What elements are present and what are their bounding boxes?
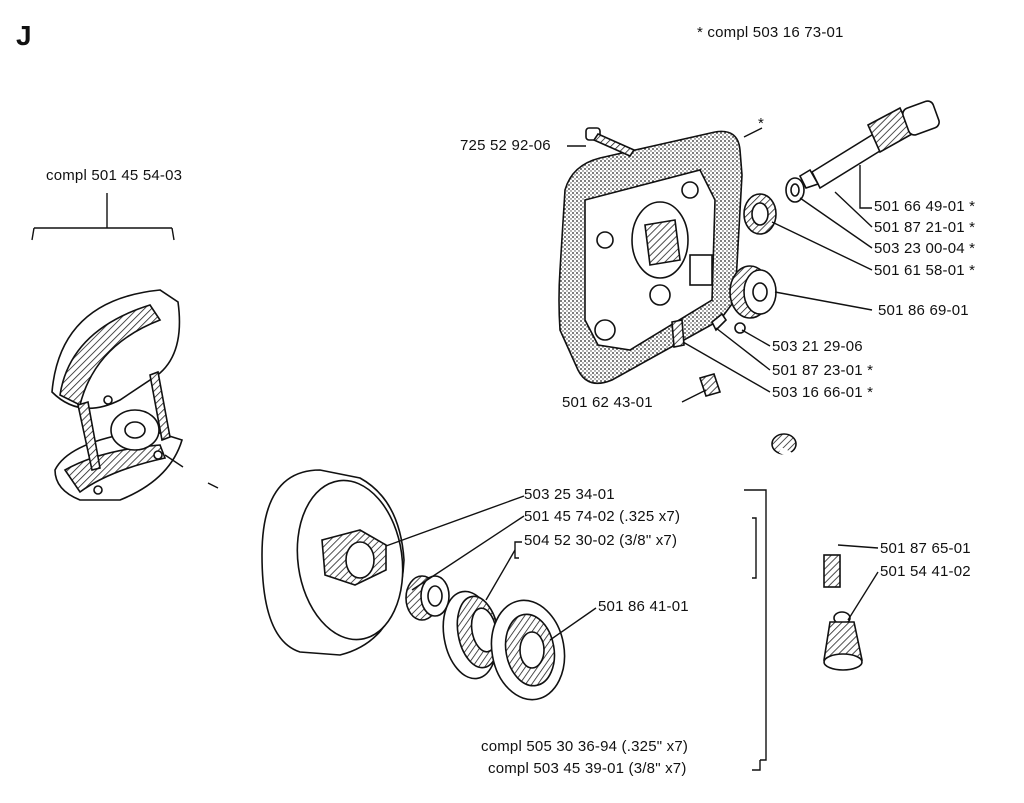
part-label-503-23-00-04: 503 23 00-04 * [874,240,976,257]
seal-washer-part [785,177,805,203]
part-label-501-86-41-01: 501 86 41-01 [598,598,689,615]
part-label-725-52-92-06: 725 52 92-06 [460,137,551,154]
part-label-501-86-69-01: 501 86 69-01 [878,302,969,319]
part-label-503-25-34-01: 503 25 34-01 [524,486,615,503]
part-label-501-45-74-02: 501 45 74-02 (.325 x7) [524,508,681,525]
pump-shaft-part [798,100,940,190]
part-label-501-61-58-01: 501 61 58-01 * [874,262,976,279]
clutch-assembly-bracket [31,193,175,241]
part-label-501-87-23-01: 501 87 23-01 * [772,362,874,379]
clutch-assembly-label: compl 501 45 54-03 [46,167,183,184]
part-label-504-52-30-02: 504 52 30-02 (3/8" x7) [524,532,678,549]
leader-lines [385,127,879,771]
oil-filter-part [823,611,863,671]
part-label-501-54-41-02: 501 54 41-02 [880,563,971,580]
clutch-drum-part [261,469,405,656]
part-label-501-62-43-01: 501 62 43-01 [562,394,653,411]
sprocket-part [442,590,500,680]
kit-label-503-45-39-01: compl 503 45 39-01 (3/8" x7) [488,760,687,777]
spring-part [743,193,777,235]
part-label-501-66-49-01: 501 66 49-01 * [874,198,976,215]
part-label-501-87-21-01: 501 87 21-01 * [874,219,976,236]
part-label-503-16-66-01: 503 16 66-01 * [772,384,874,401]
cover-asterisk: * [758,115,765,132]
kit-label-505-30-36-94: compl 505 30 36-94 (.325" x7) [481,738,689,755]
bolt-part [585,127,636,158]
needle-bearing-part [405,575,450,621]
section-letter: J [16,20,32,51]
part-label-503-21-29-06: 503 21 29-06 [772,338,863,355]
pump-pulley-part [729,265,777,319]
oil-pipe-part [771,433,841,588]
oil-pump-cover-part [558,130,743,385]
part-label-501-87-65-01: 501 87 65-01 [880,540,971,557]
kit-note: * compl 503 16 73-01 [697,24,844,41]
clutch-assembly-part [51,289,219,501]
washer-part [490,599,566,701]
